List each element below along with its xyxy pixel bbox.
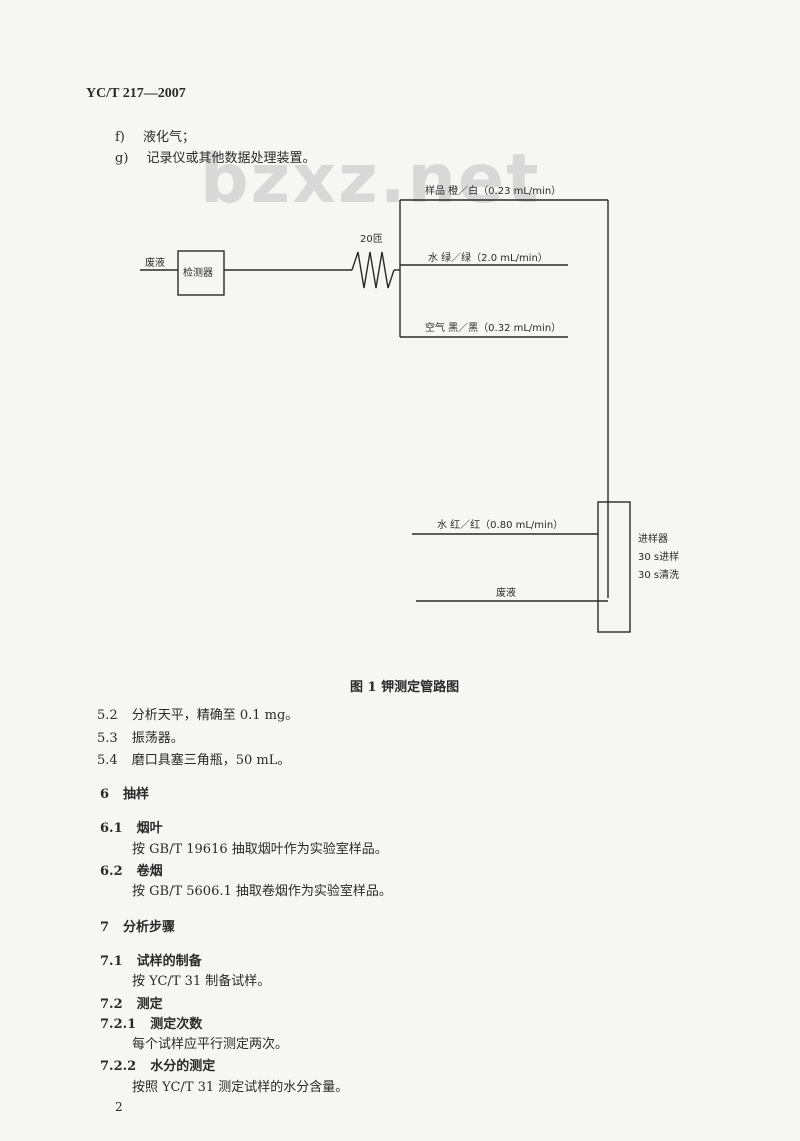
injector-label: 进样器 [638, 532, 668, 545]
detector-label: 检测器 [183, 266, 213, 279]
waste-label-left: 废液 [145, 256, 165, 269]
wash-30s-label: 30 s清洗 [638, 568, 679, 581]
section-7-1-body: 按 YC/T 31 制备试样。 [132, 974, 271, 989]
list-item: g) 记录仪或其他数据处理装置。 [115, 151, 316, 166]
list-item: f) 液化气； [115, 130, 196, 145]
standard-code: YC/T 217—2007 [86, 86, 186, 101]
coil-label: 20匝 [360, 233, 383, 245]
figure-caption: 图 1 钾测定管路图 [350, 680, 460, 695]
air-line-label: 空气 黑／黑（0.32 mL/min） [425, 321, 561, 334]
inject-30s-label: 30 s进样 [638, 550, 679, 563]
waste-label-bottom: 废液 [496, 586, 516, 599]
water-red-line-label: 水 红／红（0.80 mL/min） [437, 518, 563, 531]
water-line-label: 水 绿／绿（2.0 mL/min） [428, 251, 548, 264]
watermark: bzxz.net [200, 140, 541, 219]
section-7-2-2-body: 按照 YC/T 31 测定试样的水分含量。 [132, 1080, 349, 1095]
tubing-diagram: 废液 检测器 20匝 样品 橙／白（0.23 mL/min） 水 绿／绿（2.0… [140, 184, 679, 633]
page-number: 2 [115, 1100, 123, 1114]
section-6-1-body: 按 GB/T 19616 抽取烟叶作为实验室样品。 [132, 842, 388, 857]
sample-line-label: 样品 橙／白（0.23 mL/min） [425, 184, 561, 197]
section-7-2-1-body: 每个试样应平行测定两次。 [132, 1037, 289, 1052]
section-6-2-body: 按 GB/T 5606.1 抽取卷烟作为实验室样品。 [132, 884, 392, 899]
